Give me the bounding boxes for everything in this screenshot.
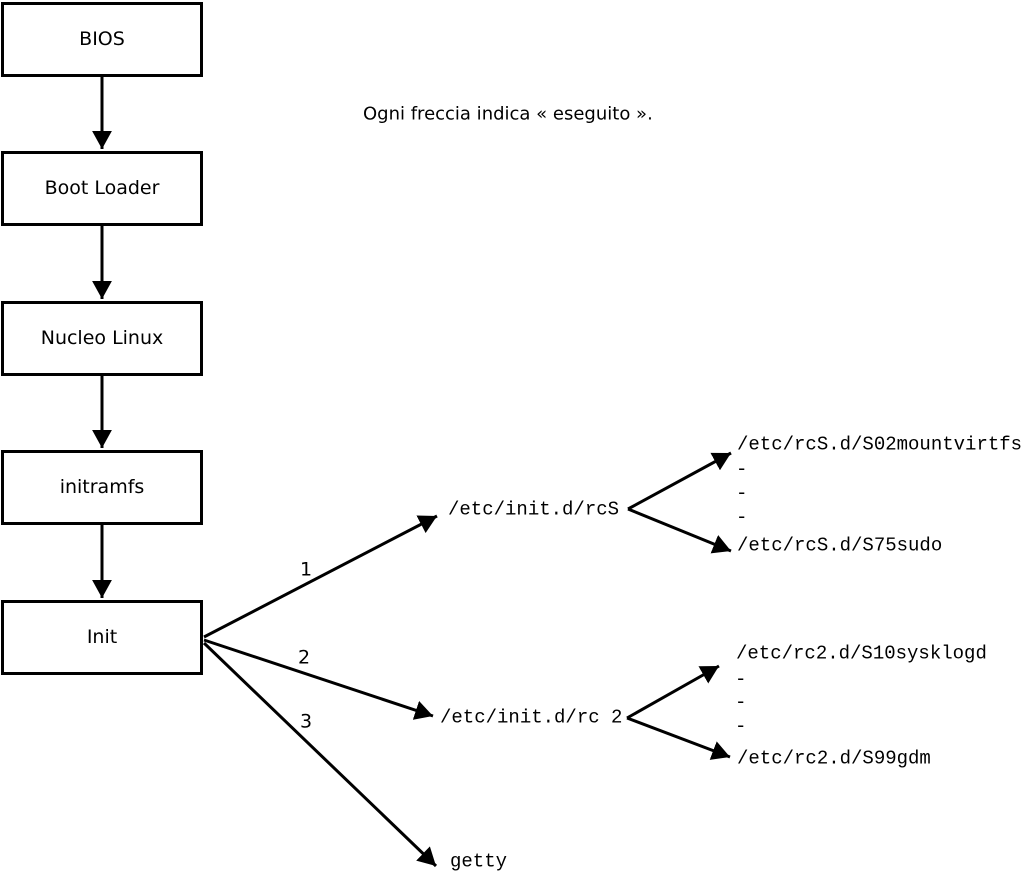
arrow-rcs-to-s75sudo — [627, 507, 732, 554]
flow-box-initramfs: initramfs — [1, 450, 203, 525]
flow-box-init-label: Init — [86, 626, 118, 648]
branch-number-1: 1 — [300, 558, 313, 581]
ellipsis-dash: - — [736, 506, 748, 529]
script-item-s75sudo: /etc/rcS.d/S75sudo — [737, 534, 943, 557]
ellipsis-dash: - — [736, 482, 748, 505]
branch-target-getty: getty — [450, 850, 508, 873]
arrow-rcs-to-s02mountvirtfs — [627, 451, 732, 511]
flow-box-boot-loader-label: Boot Loader — [44, 177, 160, 199]
arrow-init-to-rcs — [203, 514, 438, 639]
script-item-s02mountvirtfs: /etc/rcS.d/S02mountvirtfs — [737, 433, 1023, 456]
flow-box-initramfs-label: initramfs — [59, 476, 145, 498]
arrow-rc2-to-s99gdm — [626, 716, 731, 760]
arrow-init-to-getty — [202, 641, 438, 868]
flow-box-bios: BIOS — [1, 2, 203, 77]
flow-box-nucleo-linux: Nucleo Linux — [1, 301, 203, 376]
arrow-init-to-rc2 — [203, 638, 434, 720]
flow-box-boot-loader: Boot Loader — [1, 151, 203, 226]
branch-number-3: 3 — [300, 710, 313, 733]
ellipsis-dash: - — [735, 715, 747, 738]
caption: Ogni freccia indica « eseguito ». — [363, 103, 653, 125]
ellipsis-dash: - — [735, 668, 747, 691]
flow-box-nucleo-linux-label: Nucleo Linux — [40, 327, 164, 349]
branch-target-rc2: /etc/init.d/rc 2 — [440, 706, 623, 729]
flow-box-bios-label: BIOS — [79, 28, 125, 50]
script-item-s99gdm: /etc/rc2.d/S99gdm — [737, 747, 931, 770]
ellipsis-dash: - — [736, 458, 748, 481]
arrow-rc2-to-s10sysklogd — [626, 664, 720, 720]
branch-target-rcs: /etc/init.d/rcS — [448, 498, 620, 521]
flow-box-init: Init — [1, 600, 203, 675]
branch-number-2: 2 — [298, 646, 311, 669]
ellipsis-dash: - — [735, 691, 747, 714]
script-item-s10sysklogd: /etc/rc2.d/S10sysklogd — [736, 642, 987, 665]
